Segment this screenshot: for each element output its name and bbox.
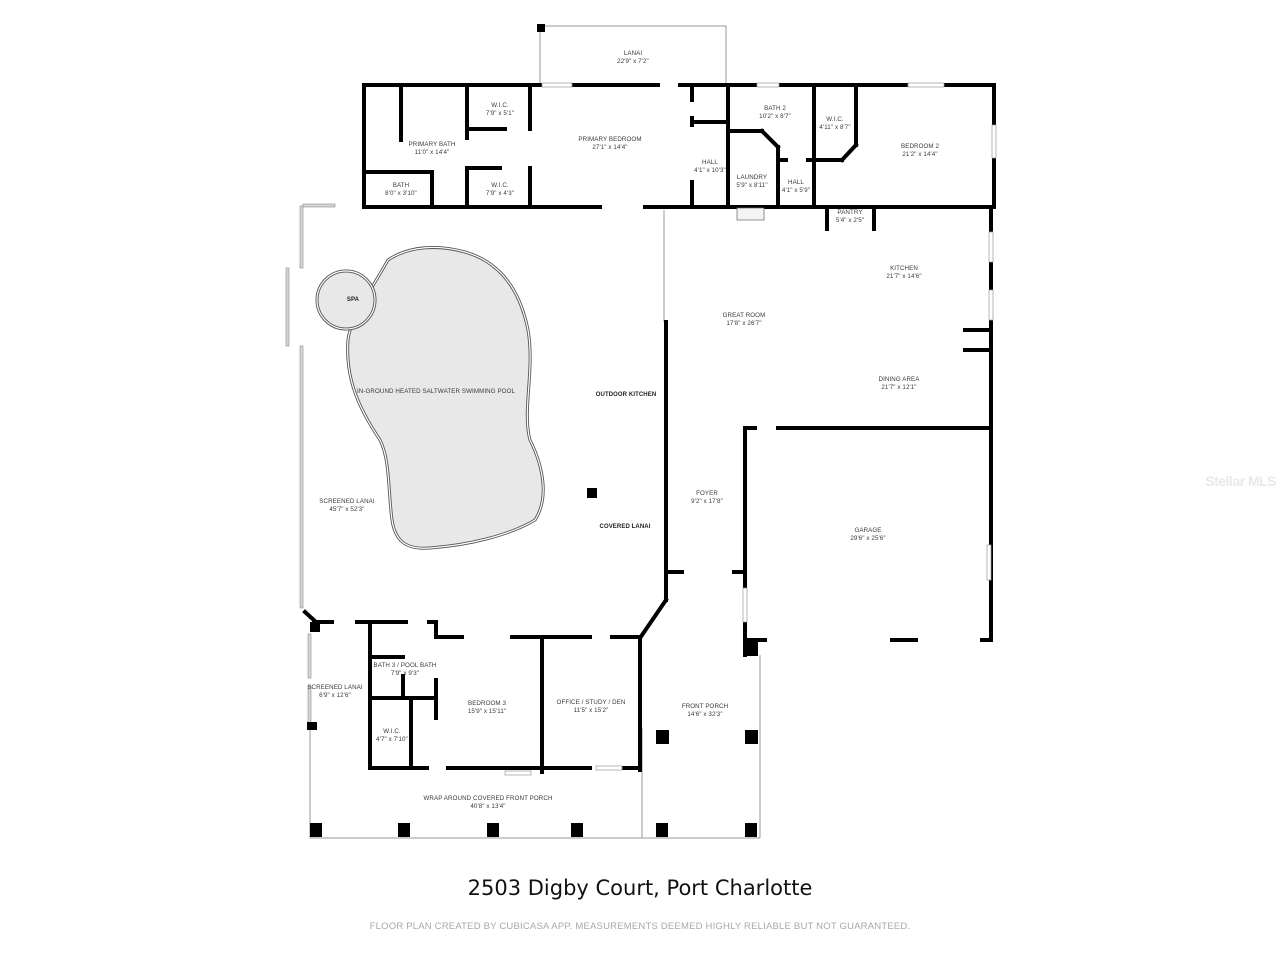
screen-walls bbox=[285, 203, 336, 725]
room-label-wic-bedroom-3: W.I.C.4'7" x 7'10" bbox=[376, 728, 408, 743]
room-label-wic-primary-2: W.I.C.7'9" x 4'3" bbox=[485, 182, 515, 197]
room-label-wic-bedroom-2: W.I.C.4'11" x 8'7" bbox=[819, 116, 851, 131]
address-title: 2503 Digby Court, Port Charlotte bbox=[467, 876, 813, 900]
windows bbox=[504, 82, 997, 776]
laundry-appliance bbox=[736, 207, 765, 221]
disclaimer-text: FLOOR PLAN CREATED BY CUBICASA APP. MEAS… bbox=[369, 921, 911, 932]
room-label-outdoor-kitchen: OUTDOOR KITCHEN bbox=[595, 392, 657, 398]
room-label-spa: SPA bbox=[346, 297, 360, 303]
watermark-logo: Stellar MLS bbox=[1205, 473, 1276, 489]
room-label-wic-primary-1: W.I.C.7'9" x 5'1" bbox=[485, 102, 515, 117]
room-label-pool: IN-GROUND HEATED SALTWATER SWIMMING POOL bbox=[356, 388, 516, 395]
room-label-covered-lanai: COVERED LANAI bbox=[599, 524, 651, 530]
pool bbox=[315, 245, 545, 550]
walls bbox=[302, 83, 996, 774]
columns bbox=[307, 24, 758, 837]
